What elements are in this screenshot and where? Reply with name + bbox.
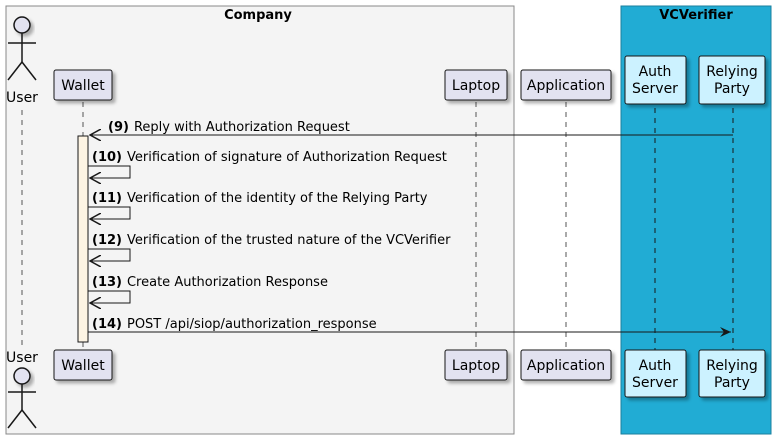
user-label-bottom: User: [6, 350, 38, 366]
company-box-title: Company: [224, 8, 292, 23]
svg-text:Relying: Relying: [706, 358, 758, 374]
svg-text:Relying: Relying: [706, 64, 758, 80]
wallet-participant-top: Wallet: [53, 69, 113, 101]
svg-text:Laptop: Laptop: [452, 358, 500, 374]
message-11-arrow: [88, 206, 131, 219]
laptop-participant-bottom: Laptop: [444, 349, 508, 381]
user-label-top: User: [6, 90, 38, 106]
message-13-label: (13)Create Authorization Response: [92, 275, 328, 290]
message-13-arrow: [88, 290, 131, 303]
relyingparty-participant-bottom: Relying Party: [698, 349, 766, 398]
laptop-participant-top: Laptop: [444, 69, 508, 101]
authserver-participant-top: Auth Server: [624, 55, 687, 105]
svg-text:Laptop: Laptop: [452, 78, 500, 94]
svg-text:Auth: Auth: [639, 64, 672, 80]
message-10-label: (10)Verification of signature of Authori…: [92, 150, 447, 165]
vcverifier-box-title: VCVerifier: [659, 8, 733, 23]
message-11-label: (11)Verification of the identity of the …: [92, 191, 428, 206]
svg-text:Auth: Auth: [639, 358, 672, 374]
message-9-label: (9)Reply with Authorization Request: [108, 120, 350, 135]
application-participant-bottom: Application: [520, 349, 612, 381]
wallet-participant-bottom: Wallet: [53, 349, 113, 381]
svg-text:Wallet: Wallet: [61, 78, 105, 94]
svg-text:Application: Application: [527, 78, 605, 94]
user-actor-bottom: User: [6, 350, 38, 429]
svg-text:Wallet: Wallet: [61, 358, 105, 374]
relyingparty-participant-top: Relying Party: [698, 55, 766, 105]
svg-text:Party: Party: [714, 81, 750, 97]
message-10-arrow: [88, 165, 131, 178]
authserver-participant-bottom: Auth Server: [624, 349, 687, 398]
svg-text:Server: Server: [632, 81, 678, 97]
message-12-label: (12)Verification of the trusted nature o…: [92, 233, 451, 248]
svg-text:Application: Application: [527, 358, 605, 374]
message-14-label: (14)POST /api/siop/authorization_respons…: [92, 317, 377, 332]
svg-text:Server: Server: [632, 375, 678, 391]
application-participant-top: Application: [520, 69, 612, 101]
message-12-arrow: [88, 248, 131, 261]
wallet-activation-bar: [77, 135, 89, 343]
svg-text:Party: Party: [714, 375, 750, 391]
user-actor-top: User: [6, 16, 38, 106]
